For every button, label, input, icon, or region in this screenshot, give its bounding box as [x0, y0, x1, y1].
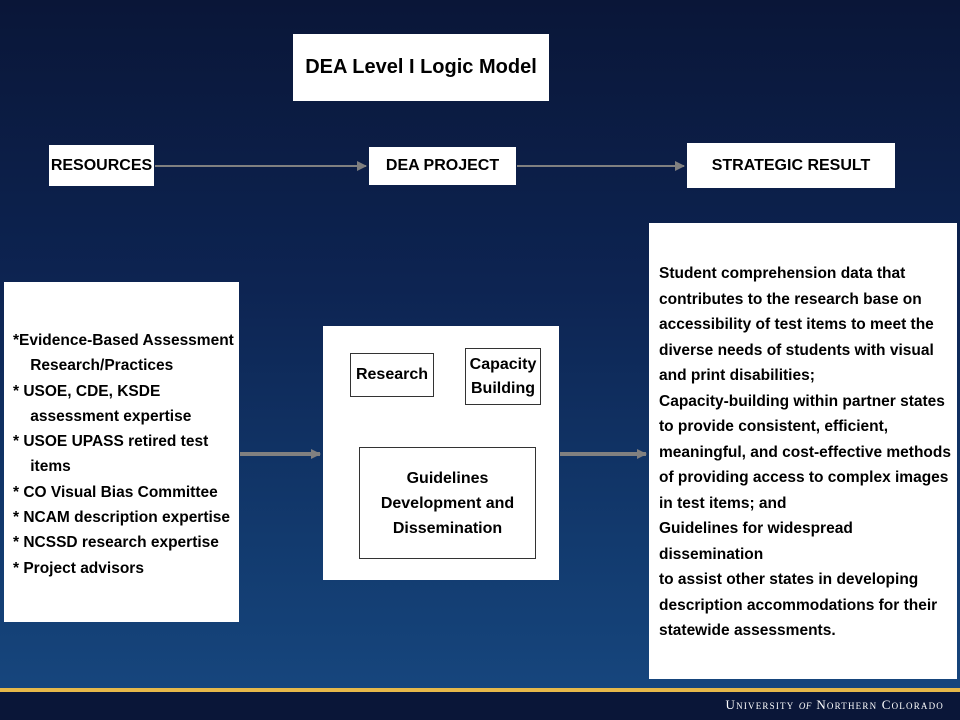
result-line: meaningful, and cost-effective methods: [659, 443, 951, 461]
resource-item: * USOE, CDE, KSDE: [13, 382, 161, 400]
footer-northern-colorado-text: Northern Colorado: [816, 697, 944, 712]
result-line: diverse needs of students with visual: [659, 341, 934, 359]
strategic-result-header-box: STRATEGIC RESULT: [687, 143, 895, 188]
capacity-building-box: Capacity Building: [465, 348, 541, 405]
guidelines-label-line1: Guidelines: [406, 469, 489, 487]
footer-of-text: of: [798, 697, 812, 712]
result-line: statewide assessments.: [659, 622, 836, 639]
result-line: Capacity-building within partner states: [659, 392, 945, 410]
footer-accent-bar: [0, 688, 960, 692]
strategic-result-header-label: STRATEGIC RESULT: [711, 156, 871, 174]
dea-project-header-box: DEA PROJECT: [369, 147, 516, 185]
result-line: Student comprehension data that: [659, 265, 906, 282]
dea-project-header-label: DEA PROJECT: [385, 157, 500, 174]
result-line: in test items; and: [659, 494, 787, 512]
guidelines-label-line2: Development and: [380, 494, 515, 512]
capacity-building-label-line1: Capacity: [469, 355, 537, 373]
resource-item: *Evidence-Based Assessment: [13, 332, 234, 349]
resources-header-label: RESOURCES: [50, 156, 153, 174]
result-line: Guidelines for widespread dissemination: [659, 520, 853, 563]
resource-item: Research/Practices: [13, 357, 174, 375]
result-line: and print disabilities;: [659, 367, 815, 384]
resource-item: items: [13, 458, 71, 476]
guidelines-box: Guidelines Development and Dissemination: [359, 447, 536, 559]
university-logo-text: University of Northern Colorado: [726, 697, 944, 713]
result-line: contributes to the research base on: [659, 290, 922, 308]
resources-header-box: RESOURCES: [49, 145, 154, 186]
resource-item: * CO Visual Bias Committee: [13, 483, 218, 501]
resource-item: assessment expertise: [13, 407, 192, 425]
research-box: Research: [350, 353, 434, 397]
footer-university-text: University: [725, 697, 795, 712]
research-label: Research: [355, 366, 429, 383]
result-line: to provide consistent, efficient,: [659, 418, 889, 435]
resource-item: * Project advisors: [13, 559, 144, 577]
result-line: accessibility of test items to meet the: [659, 316, 934, 333]
resource-item: * USOE UPASS retired test: [13, 433, 209, 451]
footer-band: [0, 692, 960, 720]
result-line: to assist other states in developing: [659, 571, 919, 588]
result-line: description accommodations for their: [659, 596, 938, 614]
diagram-title: DEA Level I Logic Model: [293, 34, 549, 101]
result-line: of providing access to complex images: [659, 469, 949, 486]
capacity-building-label-line2: Building: [471, 379, 535, 397]
resource-item: * NCSSD research expertise: [13, 534, 219, 552]
guidelines-label-line3: Dissemination: [392, 519, 503, 537]
resource-item: * NCAM description expertise: [13, 509, 231, 527]
diagram-title-text: DEA Level I Logic Model: [305, 56, 537, 78]
strategic-result-box: Student comprehension data that contribu…: [649, 223, 957, 679]
resources-list-box: *Evidence-Based Assessment Research/Prac…: [4, 282, 239, 622]
